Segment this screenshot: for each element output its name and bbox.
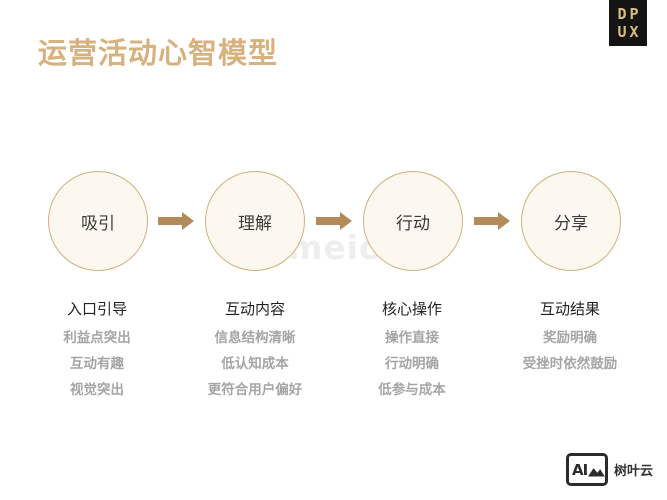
step-point: 行动明确 [385,356,439,372]
step-column-understand: 互动内容 信息结构清晰 低认知成本 更符合用户偏好 [175,299,335,403]
step-column-share: 互动结果 奖励明确 受挫时依然鼓励 [490,299,650,377]
step-heading: 入口引导 [66,300,127,318]
arrow-right-icon [474,212,510,230]
step-circle-act: 行动 [363,171,463,271]
step-heading: 核心操作 [381,300,442,318]
ai-image-logo-icon: AI [566,453,608,486]
logo-line-2: UX [617,23,642,41]
step-circle-understand: 理解 [205,171,305,271]
brand-badge: AI 树叶云 [566,453,653,486]
step-point: 信息结构清晰 [214,330,296,346]
brand-mark-text: AI [572,460,588,479]
step-point: 低参与成本 [378,382,446,398]
step-point: 利益点突出 [63,330,131,346]
step-column-attract: 入口引导 利益点突出 互动有趣 视觉突出 [17,299,177,403]
step-point: 互动有趣 [70,356,124,372]
arrow-right-icon [158,212,194,230]
step-point: 更符合用户偏好 [207,382,303,398]
step-heading: 互动内容 [224,300,285,318]
step-point: 操作直接 [385,330,439,346]
mountain-image-icon [588,467,605,477]
step-circle-attract: 吸引 [48,171,148,271]
step-heading: 互动结果 [539,300,600,318]
step-circle-share: 分享 [521,171,621,271]
step-point: 低认知成本 [221,356,289,372]
dpux-logo: DP UX [609,0,647,46]
brand-name: 树叶云 [614,464,654,479]
step-column-act: 核心操作 操作直接 行动明确 低参与成本 [332,299,492,403]
step-point: 受挫时依然鼓励 [522,356,618,372]
arrow-right-icon [316,212,352,230]
step-point: 视觉突出 [70,382,124,398]
step-point: 奖励明确 [543,330,597,346]
logo-line-1: DP [617,5,642,23]
page-title: 运营活动心智模型 [38,36,279,70]
